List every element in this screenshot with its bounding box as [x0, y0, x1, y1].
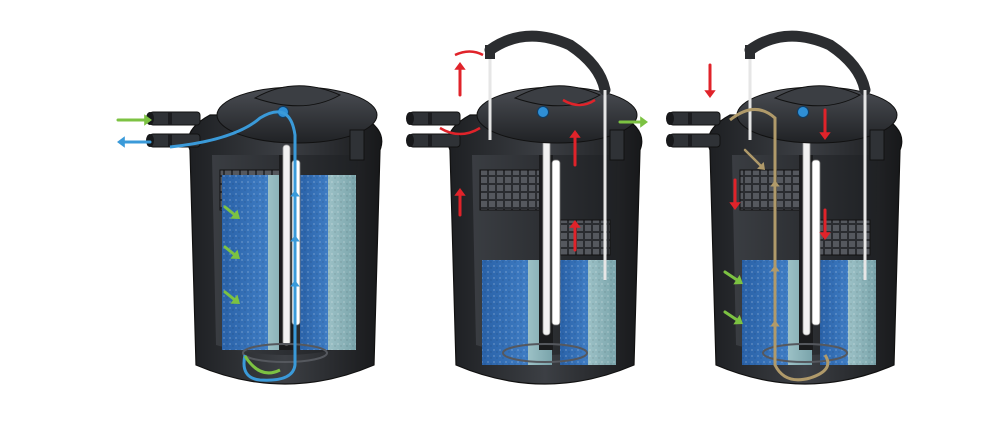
outlet-arrow-blue [117, 136, 150, 147]
hose-connector-rib-2 [688, 134, 692, 147]
push-arrow-down-1 [704, 65, 715, 98]
hose-connector-2 [670, 134, 720, 147]
filter-unit-3 [666, 36, 902, 384]
sponge-texture-right [300, 175, 356, 350]
hose-connector-end-2 [666, 134, 674, 147]
side-port [610, 130, 624, 160]
sponge-texture-right [560, 260, 616, 365]
hose-connector-1 [150, 112, 200, 125]
hose-connector-1 [410, 112, 460, 125]
cleaning-handle-arm [750, 36, 865, 90]
pull-arrow-up-1 [454, 62, 465, 95]
hose-connector-rib-1 [688, 112, 692, 125]
basket-grid-left [480, 170, 540, 210]
basket-grid-left [740, 170, 800, 210]
side-port [870, 130, 884, 160]
rotate-arrow-top [455, 52, 483, 56]
hose-connector-end-2 [406, 134, 414, 147]
hose-connector-1 [670, 112, 720, 125]
hose-connector-rib-1 [168, 112, 172, 125]
indicator-button [798, 107, 809, 118]
indicator-button [538, 107, 549, 118]
hose-connector-rib-2 [428, 134, 432, 147]
uv-tube [803, 135, 810, 335]
hose-connector-rib-2 [168, 134, 172, 147]
sponge-texture-right [820, 260, 876, 365]
cleaning-handle-grip [745, 45, 755, 59]
filter-unit-2 [406, 36, 642, 384]
hose-connector-end-1 [666, 112, 674, 125]
basket-grid-right [555, 220, 610, 255]
uv-tube [543, 135, 550, 335]
uv-tube [283, 145, 290, 345]
cleaning-rod [552, 160, 560, 325]
cleaning-handle-grip [485, 45, 495, 59]
side-port [350, 130, 364, 160]
hose-connector-end-1 [406, 112, 414, 125]
sponge-texture-left [222, 175, 268, 350]
cleaning-handle-arm [490, 36, 605, 90]
cleaning-rod [812, 160, 820, 325]
hose-connector-rib-1 [428, 112, 432, 125]
hose-connector-2 [410, 134, 460, 147]
filter-unit-1 [146, 86, 382, 384]
